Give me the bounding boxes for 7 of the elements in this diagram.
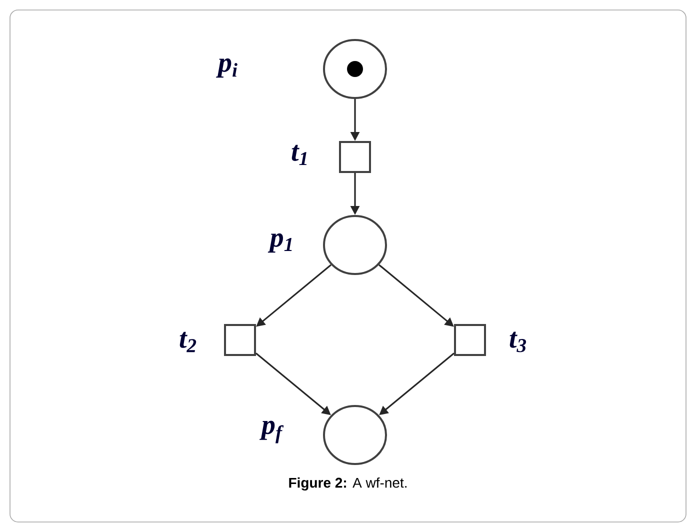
node-label: p$_{f}$ bbox=[260, 420, 284, 444]
node-label: t$_{2}$ bbox=[180, 332, 196, 352]
caption: Figure 2: A wf-net. bbox=[289, 477, 406, 491]
node-label: p$_{i}$ bbox=[216, 58, 238, 78]
node-label: t$_{3}$ bbox=[510, 332, 526, 352]
node-label: t$_{1}$ bbox=[292, 144, 307, 166]
node-label: p$_{1}$ bbox=[268, 233, 292, 253]
